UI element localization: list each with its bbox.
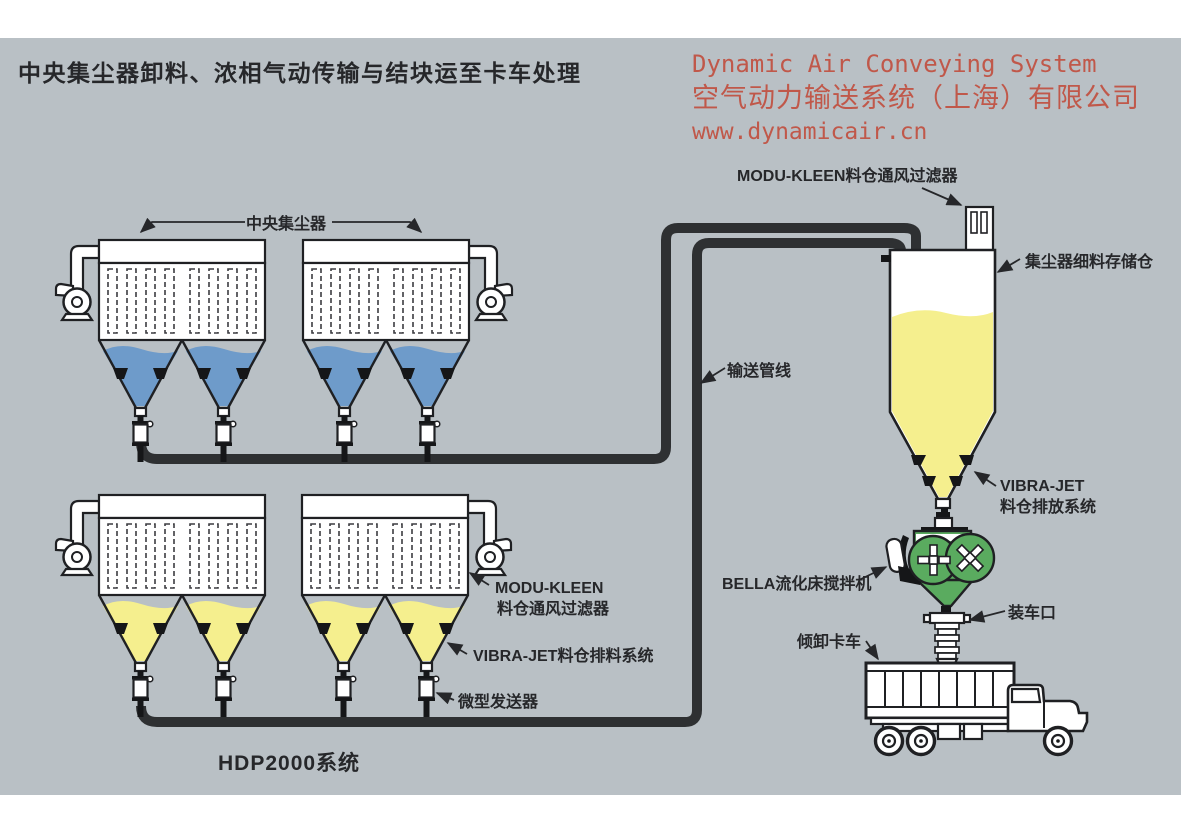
bella-mixer: [885, 512, 996, 608]
label-vibra-jet-bottom: VIBRA-JET料仓排料系统: [473, 646, 653, 665]
brand-block: Dynamic Air Conveying System 空气动力输送系统（上海…: [692, 50, 1140, 145]
leader-arrows: [139, 187, 1021, 705]
leader-modu-kleen-bottom: [468, 572, 490, 586]
leader-vibra-jet-bottom: [446, 642, 468, 656]
brand-url: www.dynamicair.cn: [692, 119, 927, 145]
leader-loading-port: [968, 610, 1006, 623]
leader-dump-truck: [864, 640, 879, 661]
mixer-paddles-left: [917, 544, 951, 576]
label-modu-kleen-bottom-1: MODU-KLEEN: [495, 580, 603, 597]
leader-bella-mixer: [858, 566, 888, 581]
leader-storage-silo: [996, 258, 1021, 273]
leader-mini-transporter: [435, 692, 455, 705]
leader-central-left: [139, 217, 245, 234]
label-mini-transporter: 微型发送器: [457, 692, 539, 711]
truck-cab: [1006, 683, 1089, 733]
dump-truck: [864, 661, 1089, 757]
leader-modu-kleen-top: [921, 187, 963, 206]
label-hdp-system: HDP2000系统: [218, 751, 360, 775]
label-loading-port: 装车口: [1007, 603, 1056, 622]
truck-wheels: [873, 725, 1074, 757]
mixer-paddles-right: [955, 543, 985, 573]
level-sensor-icon: [881, 255, 891, 262]
brand-line-cn: 空气动力输送系统（上海）有限公司: [692, 83, 1140, 114]
label-central-collector: 中央集尘器: [246, 214, 327, 233]
brand-line-en: Dynamic Air Conveying System: [692, 50, 1097, 78]
conveying-pipe-top: [136, 223, 921, 464]
vibra-jet-aerators-silo: [911, 455, 974, 486]
leader-conveying-line: [699, 367, 726, 384]
label-modu-kleen-bottom-2: 料仓通风过滤器: [497, 599, 610, 618]
label-bella-mixer: BELLA流化床搅拌机: [722, 574, 871, 593]
bin-vent-filter: [964, 205, 995, 253]
label-conveying-line: 输送管线: [727, 361, 791, 380]
label-vibra-jet-silo-1: VIBRA-JET: [1000, 478, 1085, 495]
label-modu-kleen-top: MODU-KLEEN料仓通风过滤器: [737, 166, 958, 185]
label-vibra-jet-silo-2: 料仓排放系统: [1000, 497, 1096, 516]
label-storage-silo: 集尘器细料存储仓: [1024, 252, 1154, 271]
conveying-pipe-bottom: [136, 238, 906, 727]
leader-vibra-jet-silo: [973, 471, 997, 487]
storage-silo: [881, 205, 997, 514]
label-dump-truck: 倾卸卡车: [796, 632, 861, 651]
leader-central-right: [332, 217, 423, 234]
mixer-motor-icon: [885, 537, 906, 573]
diagram-title: 中央集尘器卸料、浓相气动传输与结块运至卡车处理: [18, 60, 582, 86]
